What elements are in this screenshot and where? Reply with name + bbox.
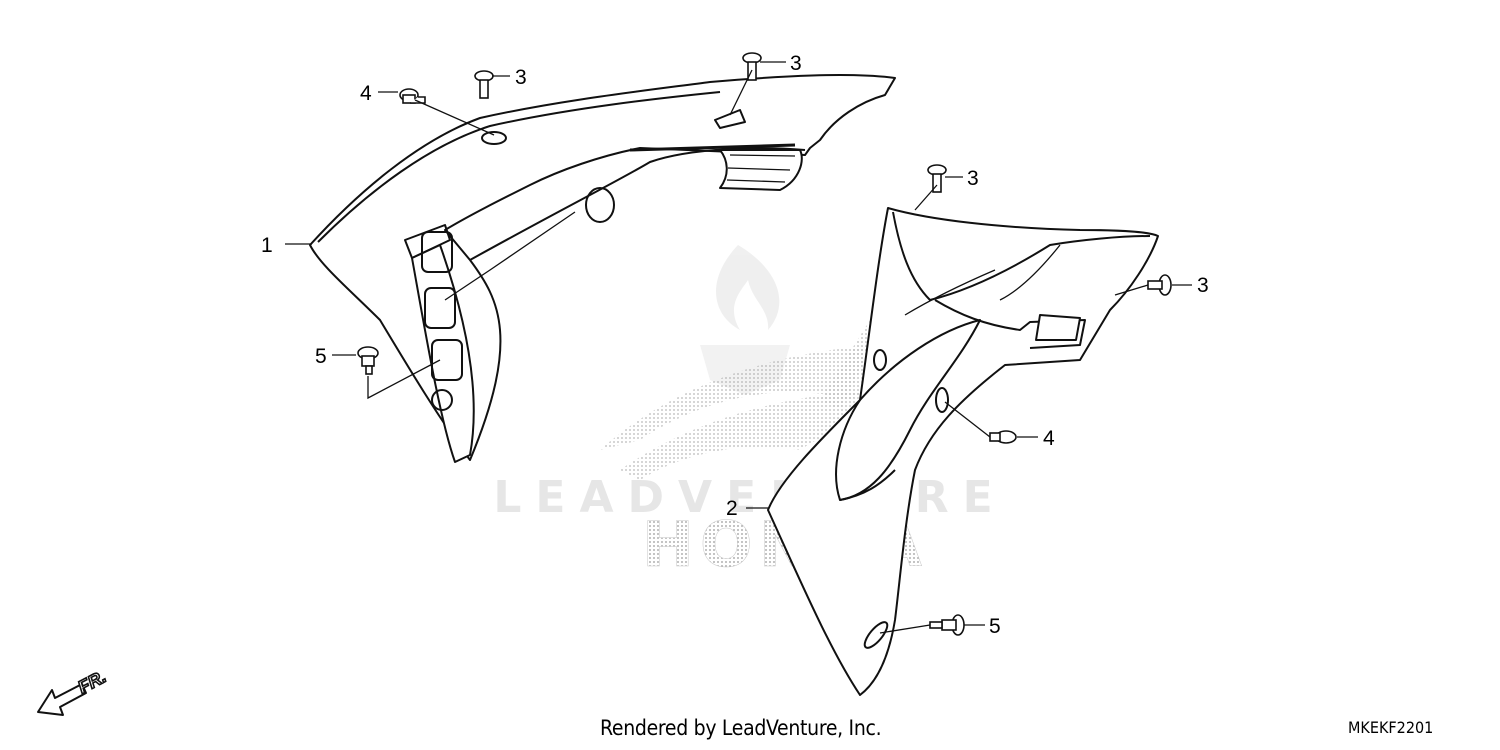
callout-3-top-right: 3	[790, 52, 802, 75]
bolt-3-top-right-icon	[742, 52, 762, 81]
fasteners	[357, 52, 1172, 636]
callout-3-right: 3	[1197, 274, 1209, 297]
diagram-code: MKEKF2201	[1348, 718, 1434, 737]
callout-3-top-left: 3	[515, 66, 527, 89]
callout-1: 1	[261, 234, 273, 257]
callout-5-left: 5	[315, 345, 327, 368]
bolt-3-right-icon	[1147, 274, 1172, 296]
shroud-left-part	[309, 74, 896, 463]
grommet-4-top-icon	[399, 88, 426, 104]
callout-4-top: 4	[360, 82, 372, 105]
render-credit: Rendered by LeadVenture, Inc.	[600, 716, 882, 740]
arrow-left-icon	[37, 683, 87, 716]
bolt-5-right-icon	[929, 614, 965, 636]
bolt-3-mid-icon	[927, 164, 947, 193]
grommet-5-left-icon	[357, 346, 379, 375]
callout-2: 2	[726, 497, 738, 520]
leader-lines	[285, 61, 1192, 634]
callout-5-right: 5	[989, 615, 1001, 638]
callout-labels: 1 2 3 3 3 3 4 4 5 5	[261, 52, 1209, 638]
front-direction-indicator: FR.	[37, 665, 110, 716]
shroud-right-part	[767, 207, 1159, 696]
bolt-3-top-left-icon	[474, 70, 494, 99]
callout-3-mid: 3	[967, 167, 979, 190]
grommet-4-right-icon	[989, 430, 1017, 444]
callout-4-right: 4	[1043, 427, 1055, 450]
